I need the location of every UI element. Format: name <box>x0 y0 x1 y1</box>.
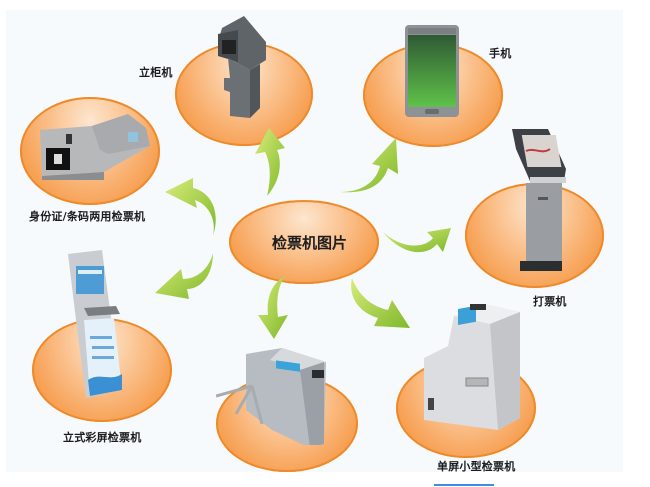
id-barcode-checker-device-icon <box>40 114 150 180</box>
arrow-to-idcard <box>165 178 216 236</box>
label-small: 单屏小型检票机 <box>437 460 516 473</box>
label-printer: 打票机 <box>533 295 567 308</box>
center-label: 检票机图片 <box>272 234 348 252</box>
arrow-to-turnstile <box>258 275 288 339</box>
label-colorscreen: 立式彩屏检票机 <box>63 431 142 444</box>
label-phone: 手机 <box>489 47 512 60</box>
standing-cabinet-device-icon <box>218 16 266 118</box>
ticket-printer-kiosk-device-icon <box>512 129 566 271</box>
accent-underline <box>434 484 494 486</box>
arrow-to-colorscreen <box>155 253 213 299</box>
arrow-to-small <box>351 278 410 328</box>
arrow-to-cabinet <box>255 128 285 196</box>
tripod-turnstile-device-icon <box>216 348 326 445</box>
label-idcard: 身份证/条码两用检票机 <box>29 210 146 223</box>
arrow-to-printer <box>383 228 451 253</box>
color-screen-kiosk-device-icon <box>68 250 122 398</box>
small-ticket-checker-device-icon <box>424 304 520 430</box>
arrow-to-phone <box>340 138 398 193</box>
label-cabinet: 立柜机 <box>139 66 173 79</box>
ellipse-center <box>229 200 379 284</box>
mobile-phone-device-icon <box>405 25 459 117</box>
